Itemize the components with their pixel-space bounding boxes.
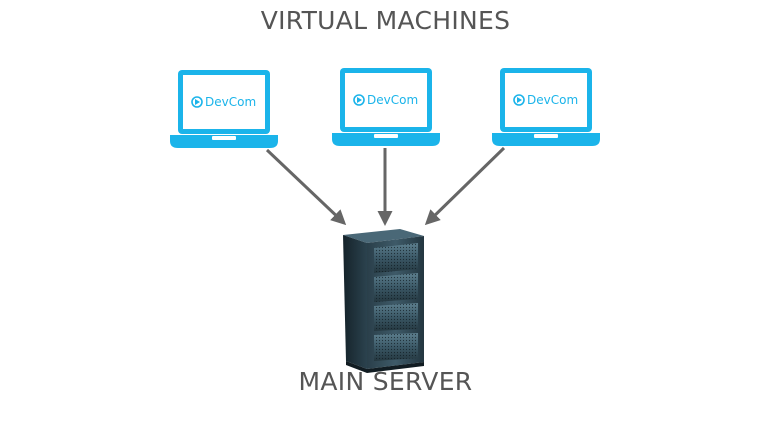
server-unit — [374, 333, 418, 361]
laptop-brand-label: DevCom — [367, 93, 418, 107]
devcom-logo-icon — [191, 96, 203, 108]
laptop-brand-label: DevCom — [205, 95, 256, 109]
laptop-3: DevCom — [492, 68, 600, 146]
diagram-title-main-server: MAIN SERVER — [298, 367, 473, 396]
server-unit — [374, 303, 418, 331]
arrow-laptop-3-to-server — [424, 146, 506, 226]
devcom-logo-icon — [513, 94, 525, 106]
laptop-icon — [332, 68, 440, 146]
laptop-2: DevCom — [332, 68, 440, 146]
laptop-1: DevCom — [170, 70, 278, 148]
server-unit — [374, 243, 418, 273]
laptop-icon — [170, 70, 278, 148]
server-unit — [374, 273, 418, 302]
diagram-title-virtual-machines: VIRTUAL MACHINES — [260, 6, 511, 35]
arrow-laptop-1-to-server — [265, 148, 347, 226]
laptop-brand-label: DevCom — [527, 93, 578, 107]
server-rack-icon — [343, 229, 424, 373]
devcom-logo-icon — [353, 94, 365, 106]
laptop-icon — [492, 68, 600, 146]
